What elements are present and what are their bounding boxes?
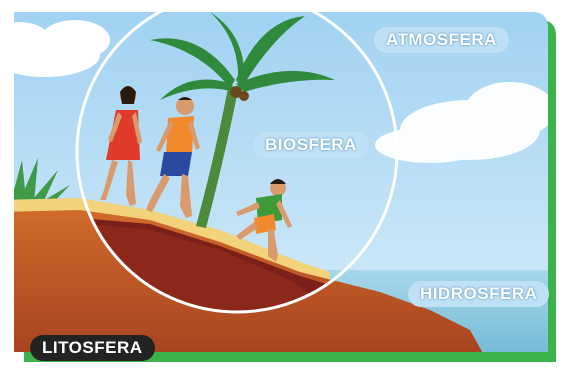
boy-figure [236,179,292,262]
man-figure [146,97,200,218]
cloud-left [14,20,110,77]
biosphere-circle [75,12,399,314]
atmosphere-label: ATMOSFERA [374,27,509,53]
lithosphere-label-text: LITOSFERA [42,338,143,357]
hydrosphere-label-text: HIDROSFERA [420,284,538,303]
palm-tree [150,12,335,228]
atmosphere-label-text: ATMOSFERA [386,30,497,49]
biosphere-label: BIOSFERA [253,132,369,158]
cloud-right [375,82,548,163]
hydrosphere-label: HIDROSFERA [408,281,550,307]
lithosphere-label: LITOSFERA [30,335,155,361]
woman-figure [100,86,142,206]
biosphere-label-text: BIOSFERA [265,135,357,154]
